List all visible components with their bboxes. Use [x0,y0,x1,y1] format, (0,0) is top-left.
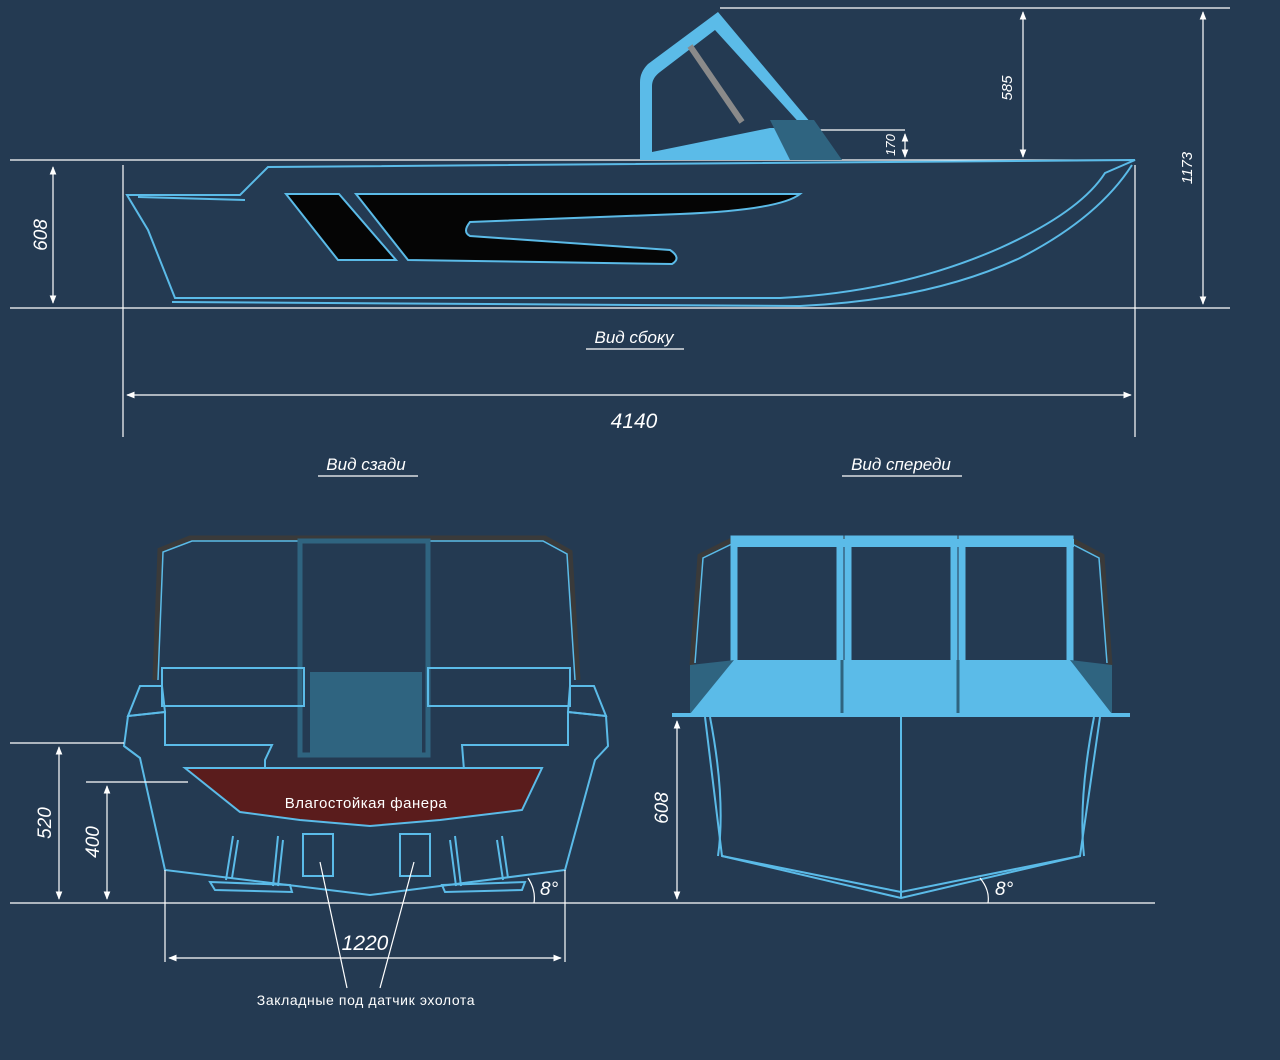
front-deck [690,660,1112,714]
front-view-caption: Вид спереди [851,455,951,474]
side-hull-outline [125,159,1136,299]
side-view-caption: Вид сбоку [595,328,675,347]
front-canopy-frame [689,536,1113,666]
rear-fin-4 [496,835,509,881]
front-angle-arc [979,877,989,904]
plywood-label: Влагостойкая фанера [285,795,448,812]
dim-520: 520 [35,807,56,839]
dim-4140: 4140 [611,410,658,433]
windshield-pillar [687,44,745,124]
dim-1220: 1220 [342,932,389,955]
front-window-left [730,535,844,669]
front-view: Вид спереди 608 8° [652,455,1130,904]
sounder-mount-note: Закладные под датчик эхолота [257,992,475,1008]
rear-door-panel [310,672,422,755]
plywood-panel [182,767,544,828]
rear-canopy-edge [157,540,576,681]
sounder-mount-left [302,833,334,877]
rear-chine-left [123,745,141,759]
front-window-center [844,535,958,669]
front-window-right [958,535,1074,669]
side-decal-main [353,193,803,266]
front-windshield-top-bar [734,539,1074,547]
side-rub-rail [137,196,246,201]
front-angle-8: 8° [995,879,1014,900]
front-gunwale [672,713,1130,717]
rear-side-box-right [566,685,608,718]
leader-line-right [379,861,415,989]
rear-angle-arc [527,877,535,904]
front-canopy-edge [694,541,1108,664]
sounder-mount-right [399,833,431,877]
dim-608-front: 608 [652,792,673,824]
dim-608-side: 608 [31,219,52,251]
rear-side-box-left [126,685,167,718]
dim-400: 400 [83,826,104,858]
side-decal-front [283,193,399,261]
side-view: 608 585 170 1173 4140 Вид сбоку [10,7,1230,437]
rear-angle-8: 8° [540,879,559,900]
rear-view-caption: Вид сзади [326,455,406,474]
rear-fin-1 [225,835,239,881]
front-chine-right [1081,716,1095,857]
leader-line-left [319,861,348,989]
rear-view: Вид сзади Влагостойкая фанера [10,455,1155,1008]
dim-1173: 1173 [1179,151,1196,184]
windshield-glass [652,30,804,152]
console-side-panel [770,120,842,160]
dim-170: 170 [883,133,898,155]
dim-585: 585 [999,75,1016,101]
rear-fin-2 [272,835,284,887]
front-chine-left [709,716,722,857]
rear-runner-right [440,880,527,894]
rear-seat-right [427,667,571,707]
rear-seat-left [161,667,305,707]
rear-canopy-frame [152,535,581,681]
side-keel-line [171,164,1133,308]
rear-fin-3 [449,835,462,887]
rear-runner-left [208,880,294,894]
